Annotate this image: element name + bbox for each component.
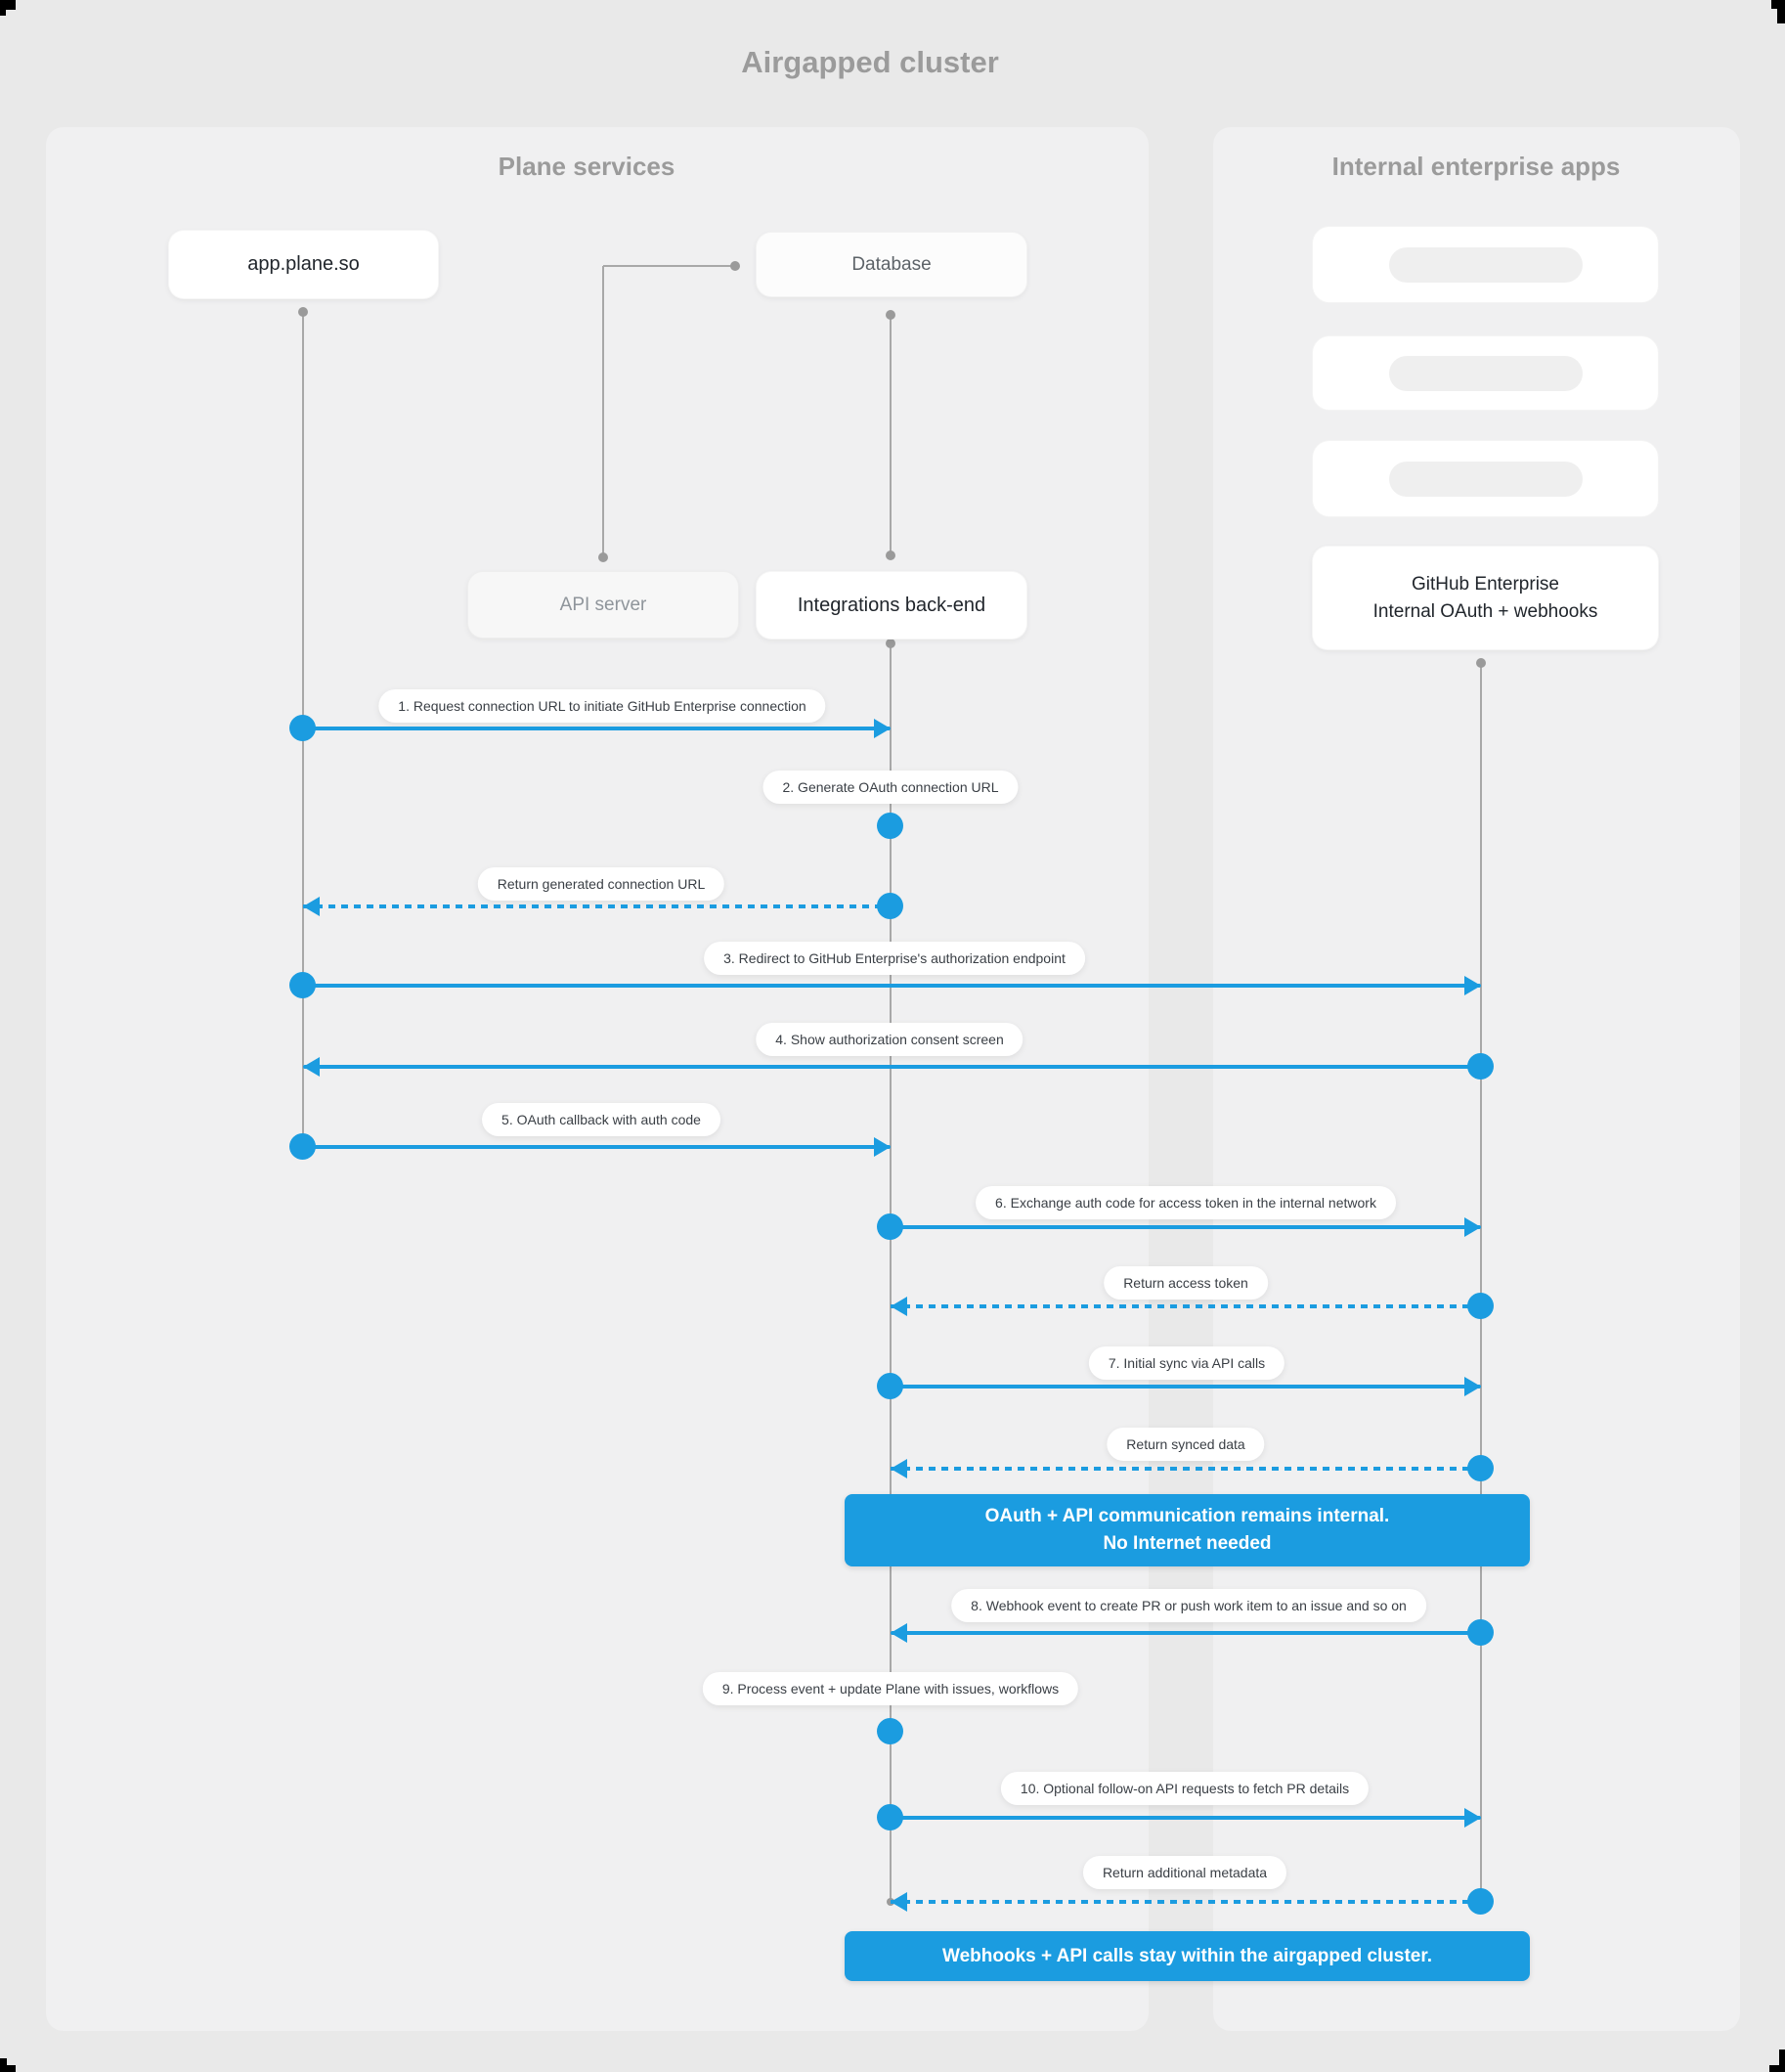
corner-mark <box>1777 0 1785 23</box>
return-generated-url-label: Return generated connection URL <box>477 867 725 901</box>
corner-mark <box>0 2058 7 2066</box>
corner-mark <box>0 0 16 10</box>
message-2-origin-dot <box>877 813 903 839</box>
return-synced-data-arrowhead-icon <box>891 1459 907 1478</box>
corner-mark <box>1779 2050 1785 2066</box>
message-5-arrow <box>303 1145 891 1149</box>
message-10-arrow <box>891 1816 1481 1820</box>
connector-elbow-vertical <box>602 266 604 557</box>
actor-integrations-backend: Integrations back-end <box>756 571 1027 639</box>
return-additional-metadata-arrow <box>891 1900 1481 1904</box>
return-synced-data-label: Return synced data <box>1107 1428 1265 1461</box>
message-6-arrowhead-icon <box>1464 1217 1481 1237</box>
actor-github-enterprise-line2: Internal OAuth + webhooks <box>1372 600 1598 622</box>
message-7-origin-dot <box>877 1373 903 1399</box>
connector-dot <box>298 307 308 317</box>
actor-app-plane-so: app.plane.so <box>168 230 439 299</box>
message-3-label: 3. Redirect to GitHub Enterprise's autho… <box>704 942 1085 975</box>
message-3-origin-dot <box>289 972 316 998</box>
return-generated-url-arrow <box>303 904 891 908</box>
message-6-arrow <box>891 1225 1481 1229</box>
lifeline-integrations-backend <box>890 643 892 1902</box>
message-8-label: 8. Webhook event to create PR or push wo… <box>951 1589 1426 1622</box>
return-generated-url-arrowhead-icon <box>303 897 320 916</box>
message-9-label: 9. Process event + update Plane with iss… <box>702 1672 1079 1705</box>
message-10-origin-dot <box>877 1804 903 1830</box>
actor-api-server: API server <box>467 571 739 639</box>
message-6-label: 6. Exchange auth code for access token i… <box>976 1186 1396 1219</box>
message-4-arrow <box>303 1065 1481 1069</box>
message-8-arrow <box>891 1631 1481 1635</box>
corner-mark <box>0 10 6 16</box>
message-7-arrowhead-icon <box>1464 1377 1481 1396</box>
message-5-origin-dot <box>289 1133 316 1160</box>
message-3-arrow <box>303 984 1481 988</box>
actor-github-enterprise-line1: GitHub Enterprise <box>1411 573 1559 595</box>
connector-dot <box>1476 658 1486 668</box>
connector-database-to-integrations <box>890 315 892 555</box>
message-5-label: 5. OAuth callback with auth code <box>482 1103 720 1136</box>
connector-dot <box>730 261 740 271</box>
banner-line1: OAuth + API communication remains intern… <box>984 1506 1390 1526</box>
lifeline-github-enterprise <box>1480 663 1482 1902</box>
message-1-arrow <box>303 727 891 730</box>
skeleton-pill <box>1388 246 1583 283</box>
message-4-origin-dot <box>1467 1053 1494 1080</box>
message-4-label: 4. Show authorization consent screen <box>756 1023 1023 1056</box>
actor-database: Database <box>756 232 1027 297</box>
corner-mark <box>1769 2065 1785 2072</box>
return-generated-url-origin-dot <box>877 893 903 919</box>
actor-app-plane-so-label: app.plane.so <box>247 253 360 275</box>
actor-integrations-backend-label: Integrations back-end <box>797 594 986 616</box>
message-1-label: 1. Request connection URL to initiate Gi… <box>378 689 826 723</box>
panel-plane-services <box>46 127 1149 2031</box>
connector-dot <box>886 551 895 560</box>
airgapped-cluster-banner: Webhooks + API calls stay within the air… <box>845 1931 1530 1981</box>
connector-dot <box>886 310 895 320</box>
message-8-arrowhead-icon <box>891 1623 907 1643</box>
panel-header-plane-services: Plane services <box>498 152 675 181</box>
message-1-origin-dot <box>289 715 316 741</box>
message-2-label: 2. Generate OAuth connection URL <box>762 771 1019 804</box>
return-synced-data-origin-dot <box>1467 1455 1494 1481</box>
banner-line2: No Internet needed <box>1103 1533 1272 1554</box>
return-additional-metadata-label: Return additional metadata <box>1082 1856 1287 1889</box>
message-7-arrow <box>891 1385 1481 1389</box>
message-10-label: 10. Optional follow-on API requests to f… <box>1000 1772 1370 1805</box>
message-6-origin-dot <box>877 1213 903 1240</box>
return-additional-metadata-origin-dot <box>1467 1888 1494 1915</box>
return-access-token-arrow <box>891 1304 1481 1308</box>
return-access-token-label: Return access token <box>1104 1266 1268 1300</box>
skeleton-pill <box>1388 355 1583 391</box>
message-1-arrowhead-icon <box>874 719 891 738</box>
message-10-arrowhead-icon <box>1464 1808 1481 1828</box>
message-8-origin-dot <box>1467 1619 1494 1646</box>
return-additional-metadata-arrowhead-icon <box>891 1892 907 1912</box>
actor-database-label: Database <box>851 253 932 275</box>
message-7-label: 7. Initial sync via API calls <box>1088 1346 1285 1380</box>
diagram-title: Airgapped cluster <box>741 45 999 79</box>
message-5-arrowhead-icon <box>874 1137 891 1157</box>
placeholder-app-card <box>1312 440 1659 517</box>
internal-communication-banner: OAuth + API communication remains intern… <box>845 1494 1530 1566</box>
actor-github-enterprise: GitHub Enterprise Internal OAuth + webho… <box>1312 546 1659 650</box>
connector-elbow-horizontal <box>603 265 735 267</box>
corner-mark <box>0 2065 16 2072</box>
return-access-token-arrowhead-icon <box>891 1297 907 1316</box>
return-access-token-origin-dot <box>1467 1293 1494 1319</box>
message-3-arrowhead-icon <box>1464 976 1481 995</box>
actor-api-server-label: API server <box>559 594 647 615</box>
connector-dot <box>598 552 608 562</box>
message-9-origin-dot <box>877 1718 903 1744</box>
return-synced-data-arrow <box>891 1467 1481 1471</box>
panel-header-internal-enterprise-apps: Internal enterprise apps <box>1331 152 1621 181</box>
placeholder-app-card <box>1312 335 1659 411</box>
banner-line1: Webhooks + API calls stay within the air… <box>941 1945 1432 1966</box>
connector-dot <box>886 639 895 648</box>
placeholder-app-card <box>1312 226 1659 303</box>
skeleton-pill <box>1388 461 1583 497</box>
message-4-arrowhead-icon <box>303 1057 320 1077</box>
